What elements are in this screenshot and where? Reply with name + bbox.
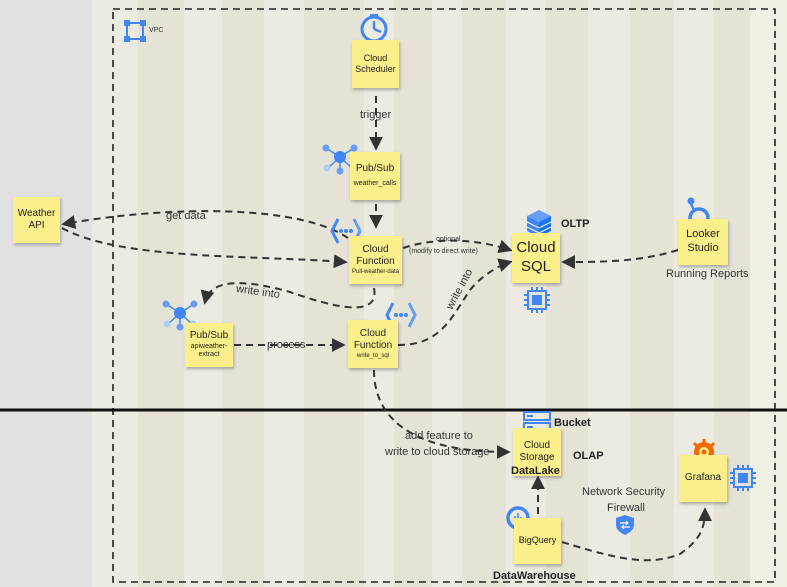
edge-bigquery-to-grafana[interactable] [561, 507, 712, 562]
column-stripe [222, 0, 264, 587]
column-stripe [750, 0, 787, 587]
left-margin-area [0, 0, 92, 587]
note-cloud-scheduler[interactable]: Cloud Scheduler [352, 40, 399, 88]
note-pubsub-apiweather-extract[interactable]: Pub/Sub apiweather- extract [185, 323, 233, 367]
note-line: Studio [687, 242, 719, 254]
note-line: Cloud [363, 52, 388, 63]
edge-get-data[interactable] [61, 210, 349, 239]
column-stripe [304, 0, 364, 587]
note-cloud-sql[interactable]: Cloud SQL [512, 233, 560, 283]
column-stripe [364, 0, 394, 587]
chip-icon [730, 465, 756, 491]
edge-write-to-storage[interactable] [373, 369, 511, 459]
note-line: API [28, 220, 45, 231]
label-datawarehouse: DataWarehouse [493, 570, 576, 582]
column-stripe [264, 0, 304, 587]
note-weather-api[interactable]: Weather API [13, 197, 60, 243]
column-stripe [630, 0, 674, 587]
label-oltp: OLTP [561, 218, 590, 230]
note-line: SQL [520, 258, 551, 275]
note-line: Grafana [684, 472, 722, 484]
note-line: Cloud [362, 243, 389, 255]
note-line: apiweather- [190, 342, 228, 350]
note-line: Looker [686, 228, 720, 241]
vpc-icon [124, 20, 146, 42]
note-cloud-storage[interactable]: Cloud Storage [513, 428, 561, 476]
label-datalake: DataLake [511, 465, 560, 477]
column-stripe [138, 0, 184, 587]
note-cloud-function-write-to-sql[interactable]: Cloud Function write_to_sql [348, 320, 398, 368]
label-olap: OLAP [573, 450, 604, 462]
note-line: Weather [17, 207, 56, 219]
firewall-icon [616, 515, 634, 535]
column-stripe [92, 0, 138, 587]
label-bucket: Bucket [554, 417, 591, 429]
note-line: Function [356, 256, 395, 268]
edge-write-into-sql[interactable] [397, 258, 513, 346]
label-get-data: get data [166, 210, 206, 222]
column-stripe [432, 0, 462, 587]
label-running-reports: Running Reports [666, 268, 749, 280]
label-write-to-cloud-storage: write to cloud storage [385, 446, 490, 458]
vpc-label: VPC [149, 27, 164, 34]
note-line: Cloud [359, 327, 387, 339]
note-line: Function [353, 340, 393, 352]
column-stripe [394, 0, 432, 587]
edge-optional-direct-write[interactable] [402, 239, 513, 254]
note-grafana[interactable]: Grafana [679, 455, 727, 502]
note-line: extract [198, 351, 220, 359]
label-trigger: trigger [360, 109, 392, 121]
edge-looker-reads-sql[interactable] [561, 249, 679, 269]
note-line: Pub/Sub [189, 330, 229, 341]
label-network-security: Network Security [582, 486, 666, 498]
edge-weather-response[interactable] [61, 227, 348, 269]
scheduler-icon [360, 14, 388, 43]
note-bigquery[interactable]: BigQuery [514, 518, 561, 564]
note-line: Cloud [523, 439, 551, 451]
edge-write-into-pubsub[interactable] [200, 282, 376, 309]
note-line: BigQuery [518, 535, 557, 546]
note-line: Storage [519, 452, 555, 463]
label-modify-direct-write: (modify to direct write) [409, 248, 478, 255]
note-pubsub-weather-calls[interactable]: Pub/Sub weather_calls [350, 152, 400, 200]
note-looker-studio[interactable]: Looker Studio [678, 219, 728, 265]
label-process: process [267, 339, 306, 351]
vpc-boundary [112, 8, 776, 583]
column-stripe [546, 0, 588, 587]
note-line: Cloud [516, 239, 556, 257]
column-stripe [462, 0, 506, 587]
note-cloud-function-pull-weather-data[interactable]: Cloud Function Pull-weather-data [349, 236, 402, 284]
label-optional: optional [436, 236, 461, 243]
chip-icon [524, 287, 550, 313]
note-line: weather_calls [353, 179, 397, 187]
label-add-feature: add feature to [405, 430, 473, 442]
note-line: Pull-weather-data [351, 268, 400, 275]
label-firewall: Firewall [607, 502, 645, 514]
note-line: Scheduler [355, 64, 396, 74]
cloudsql-icon [526, 210, 552, 237]
column-stripe [588, 0, 630, 587]
note-line: write_to_sql [356, 352, 389, 359]
note-line: Pub/Sub [355, 163, 395, 175]
